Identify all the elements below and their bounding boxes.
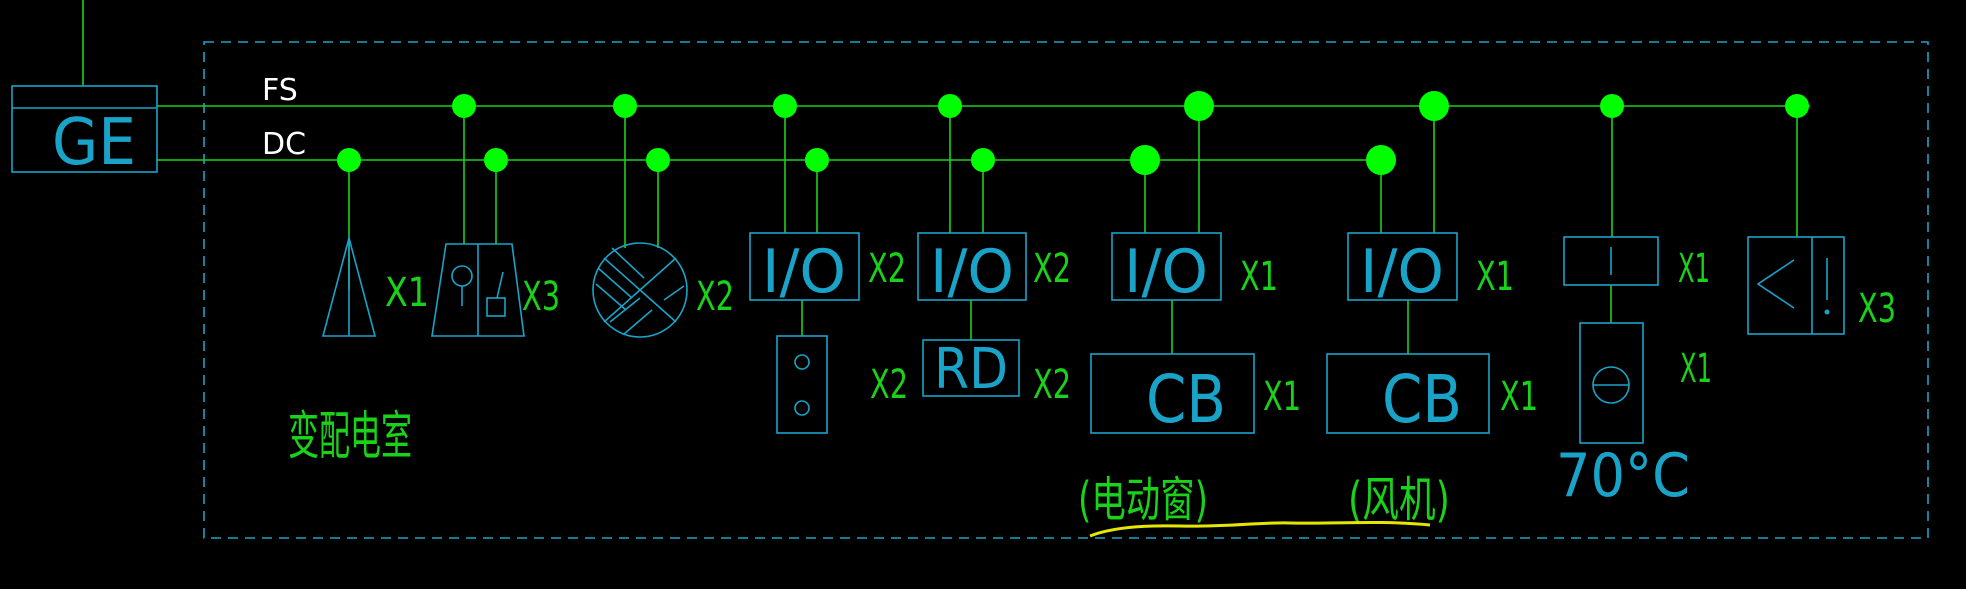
rd-box-label: RD xyxy=(934,337,1008,402)
cb-box-2-label: CB xyxy=(1382,361,1462,438)
drop-lines xyxy=(348,106,1798,354)
room-label: 变配电室 xyxy=(288,407,412,467)
cb-box-1-note: (电动窗) xyxy=(1078,472,1208,528)
cb-box-2-note: (风机) xyxy=(1348,472,1450,528)
note-underline xyxy=(1089,520,1431,538)
manual-alarm-symbol[interactable] xyxy=(431,243,525,337)
cb-box-2-count: X1 xyxy=(1500,374,1538,420)
manual-alarm-count: X3 xyxy=(522,274,560,320)
io-module-2-count: X2 xyxy=(1033,246,1071,292)
dc-bus-label: DC xyxy=(262,127,306,162)
io-module-4-label: I/O xyxy=(1360,237,1444,307)
io-module-4[interactable]: I/O xyxy=(1347,232,1458,307)
junction-dots xyxy=(337,91,1809,175)
button-box-count: X2 xyxy=(870,362,908,408)
cb-box-1-label: CB xyxy=(1146,361,1226,438)
input-module-count: X1 xyxy=(1678,246,1710,292)
io-module-1[interactable]: I/O xyxy=(749,232,860,307)
ge-panel[interactable]: GE xyxy=(11,85,158,180)
cb-box-1-count: X1 xyxy=(1263,374,1301,420)
cb-box-1[interactable]: CB xyxy=(1090,353,1255,438)
fire-damper-symbol[interactable] xyxy=(1579,322,1644,444)
horn-symbol[interactable] xyxy=(321,234,377,337)
io-module-2[interactable]: I/O xyxy=(917,232,1027,307)
input-module[interactable] xyxy=(1563,236,1659,286)
io-module-1-count: X2 xyxy=(868,246,906,292)
io-module-3-count: X1 xyxy=(1240,254,1278,300)
room-boundary xyxy=(203,41,1929,539)
io-module-4-count: X1 xyxy=(1476,254,1514,300)
horn-count: X1 xyxy=(385,270,429,316)
fs-bus-label: FS xyxy=(262,73,298,108)
io-module-2-label: I/O xyxy=(930,237,1014,307)
cb-box-2[interactable]: CB xyxy=(1326,353,1490,438)
ge-panel-label: GE xyxy=(52,106,136,180)
rd-box[interactable]: RD xyxy=(922,337,1020,402)
rd-box-count: X2 xyxy=(1033,362,1071,408)
button-box[interactable] xyxy=(776,335,828,434)
smoke-detector-count: X2 xyxy=(696,274,734,320)
fire-damper-temp: 70°C xyxy=(1556,441,1690,511)
io-module-3-label: I/O xyxy=(1124,237,1208,307)
fire-damper-count: X1 xyxy=(1680,346,1712,392)
speaker-phone-symbol[interactable] xyxy=(1747,236,1845,335)
io-module-1-label: I/O xyxy=(762,237,846,307)
smoke-detector-symbol[interactable] xyxy=(592,242,688,338)
io-module-3[interactable]: I/O xyxy=(1111,232,1222,307)
speaker-phone-count: X3 xyxy=(1858,286,1896,332)
